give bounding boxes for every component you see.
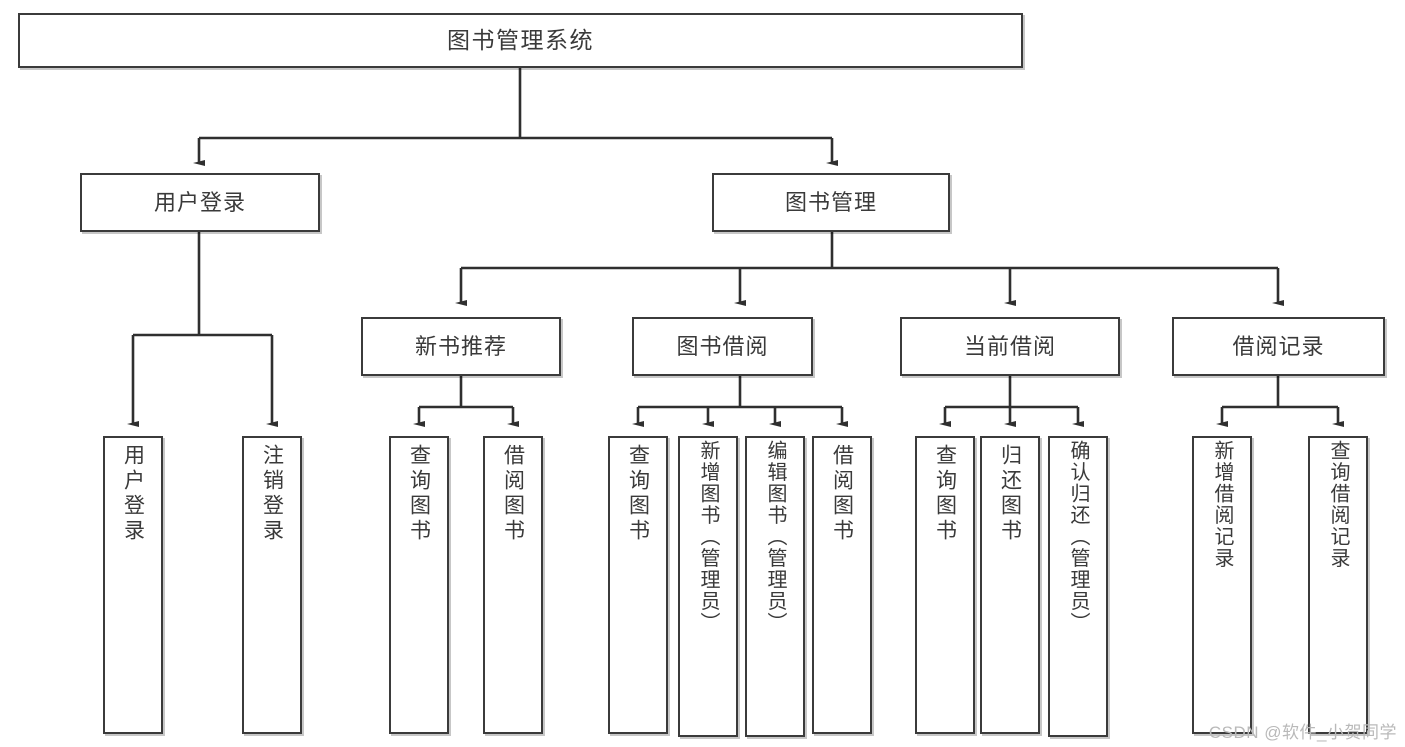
node-leaf-borrow-borrow-book[interactable]: 借阅图书 bbox=[812, 436, 872, 734]
node-leaf-add-book-admin[interactable]: 新增图书（管理员） bbox=[678, 436, 738, 737]
node-book-management-label: 图书管理 bbox=[784, 189, 877, 215]
node-leaf-add-book-admin-label: 新增图书（管理员） bbox=[697, 440, 719, 634]
node-leaf-user-login-label: 用户登录 bbox=[121, 444, 145, 544]
node-leaf-recommend-borrow-book[interactable]: 借阅图书 bbox=[483, 436, 543, 734]
node-leaf-recommend-query-book[interactable]: 查询图书 bbox=[389, 436, 449, 734]
node-new-book-recommend[interactable]: 新书推荐 bbox=[361, 317, 561, 376]
node-new-book-recommend-label: 新书推荐 bbox=[414, 333, 507, 359]
node-leaf-add-borrow-record-label: 新增借阅记录 bbox=[1211, 440, 1233, 569]
node-current-borrow-label: 当前借阅 bbox=[963, 333, 1056, 359]
node-leaf-query-borrow-record[interactable]: 查询借阅记录 bbox=[1308, 436, 1368, 734]
node-leaf-edit-book-admin[interactable]: 编辑图书（管理员） bbox=[745, 436, 805, 737]
watermark-text: CSDN @软件_小贺同学 bbox=[1208, 723, 1397, 742]
node-leaf-current-query-book-label: 查询图书 bbox=[933, 444, 957, 544]
node-root-system[interactable]: 图书管理系统 bbox=[18, 13, 1023, 68]
node-current-borrow[interactable]: 当前借阅 bbox=[900, 317, 1120, 376]
node-book-management[interactable]: 图书管理 bbox=[712, 173, 950, 232]
node-user-login[interactable]: 用户登录 bbox=[80, 173, 320, 232]
node-leaf-logout[interactable]: 注销登录 bbox=[242, 436, 302, 734]
node-book-borrow[interactable]: 图书借阅 bbox=[632, 317, 813, 376]
node-leaf-add-borrow-record[interactable]: 新增借阅记录 bbox=[1192, 436, 1252, 734]
node-leaf-logout-label: 注销登录 bbox=[260, 444, 284, 544]
node-leaf-confirm-return-admin[interactable]: 确认归还（管理员） bbox=[1048, 436, 1108, 737]
node-borrow-record-label: 借阅记录 bbox=[1232, 333, 1325, 359]
node-user-login-label: 用户登录 bbox=[153, 189, 246, 215]
node-borrow-record[interactable]: 借阅记录 bbox=[1172, 317, 1385, 376]
node-leaf-edit-book-admin-label: 编辑图书（管理员） bbox=[764, 440, 786, 634]
node-book-borrow-label: 图书借阅 bbox=[676, 333, 769, 359]
node-leaf-return-book[interactable]: 归还图书 bbox=[980, 436, 1040, 734]
node-leaf-borrow-borrow-book-label: 借阅图书 bbox=[830, 444, 854, 544]
node-leaf-query-borrow-record-label: 查询借阅记录 bbox=[1327, 440, 1349, 569]
node-leaf-recommend-borrow-book-label: 借阅图书 bbox=[501, 444, 525, 544]
node-leaf-borrow-query-book-label: 查询图书 bbox=[626, 444, 650, 544]
node-leaf-return-book-label: 归还图书 bbox=[998, 444, 1022, 544]
node-leaf-recommend-query-book-label: 查询图书 bbox=[407, 444, 431, 544]
node-leaf-confirm-return-admin-label: 确认归还（管理员） bbox=[1067, 440, 1089, 634]
node-leaf-borrow-query-book[interactable]: 查询图书 bbox=[608, 436, 668, 734]
node-leaf-current-query-book[interactable]: 查询图书 bbox=[915, 436, 975, 734]
node-leaf-user-login[interactable]: 用户登录 bbox=[103, 436, 163, 734]
node-root-system-label: 图书管理系统 bbox=[447, 26, 594, 53]
